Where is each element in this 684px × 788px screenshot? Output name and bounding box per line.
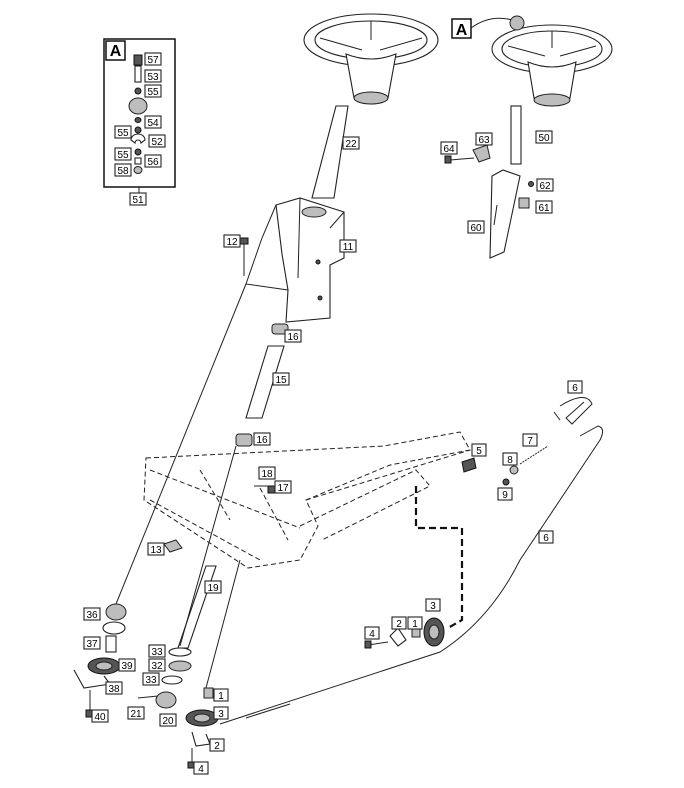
label-50: 50 (538, 133, 550, 144)
label-53: 53 (147, 72, 159, 83)
label-38: 38 (108, 684, 120, 695)
label-64: 64 (443, 144, 455, 155)
label-20: 20 (162, 716, 174, 727)
label-55-a: 55 (147, 87, 159, 98)
throttle-pulley (364, 617, 445, 649)
label-2-b: 2 (214, 741, 220, 752)
label-37: 37 (86, 639, 98, 650)
label-1-b: 1 (218, 691, 224, 702)
label-1-a: 1 (412, 619, 418, 630)
label-15: 15 (275, 375, 287, 386)
label-58: 58 (117, 166, 129, 177)
linkage-path (414, 486, 464, 629)
cable-assembly (219, 397, 604, 725)
label-56: 56 (147, 157, 159, 168)
label-36: 36 (86, 610, 98, 621)
label-2-a: 2 (396, 619, 402, 630)
label-40: 40 (94, 712, 106, 723)
label-55-c: 55 (117, 150, 129, 161)
label-13: 13 (150, 545, 162, 556)
lower-column (235, 323, 289, 447)
label-51: 51 (132, 195, 144, 206)
label-8: 8 (507, 455, 513, 466)
pinion-stack (73, 603, 127, 718)
steering-wheel (303, 13, 439, 105)
label-60: 60 (470, 223, 482, 234)
label-16-a: 16 (287, 332, 299, 343)
label-19: 19 (207, 583, 219, 594)
label-5: 5 (476, 446, 482, 457)
label-6-a: 6 (572, 383, 578, 394)
label-4-a: 4 (369, 629, 375, 640)
label-21: 21 (130, 709, 142, 720)
label-33-a: 33 (151, 647, 163, 658)
label-62: 62 (539, 181, 551, 192)
label-17: 17 (277, 483, 289, 494)
label-6-b: 6 (543, 533, 549, 544)
label-16-b: 16 (256, 435, 268, 446)
label-57: 57 (147, 55, 159, 66)
label-3-a: 3 (430, 601, 436, 612)
callout-labels: 57 53 55 54 55 52 55 56 58 51 50 63 64 6… (83, 52, 583, 775)
label-52: 52 (151, 137, 163, 148)
label-39: 39 (121, 661, 133, 672)
label-61: 61 (538, 203, 550, 214)
steering-shaft (311, 105, 349, 199)
label-54: 54 (147, 118, 159, 129)
label-12: 12 (226, 237, 238, 248)
label-3-b: 3 (218, 709, 224, 720)
steering-tower (239, 197, 345, 323)
label-4-b: 4 (198, 764, 204, 775)
label-7: 7 (527, 436, 533, 447)
leader-lines (115, 283, 247, 689)
alt-steering-assembly: A (444, 15, 613, 259)
mower-frame (143, 431, 477, 649)
sector-gear-stack (137, 647, 192, 709)
label-18: 18 (261, 469, 273, 480)
label-55-b: 55 (117, 128, 129, 139)
label-22: 22 (345, 139, 357, 150)
alt-assembly-letter: A (456, 22, 468, 39)
inset-a-letter: A (110, 43, 122, 60)
label-63: 63 (478, 135, 490, 146)
label-11: 11 (343, 242, 354, 253)
inset-a-box: A (103, 38, 176, 194)
label-9: 9 (502, 490, 508, 501)
label-32: 32 (151, 661, 163, 672)
label-33-b: 33 (145, 675, 157, 686)
lower-gear (185, 687, 219, 769)
